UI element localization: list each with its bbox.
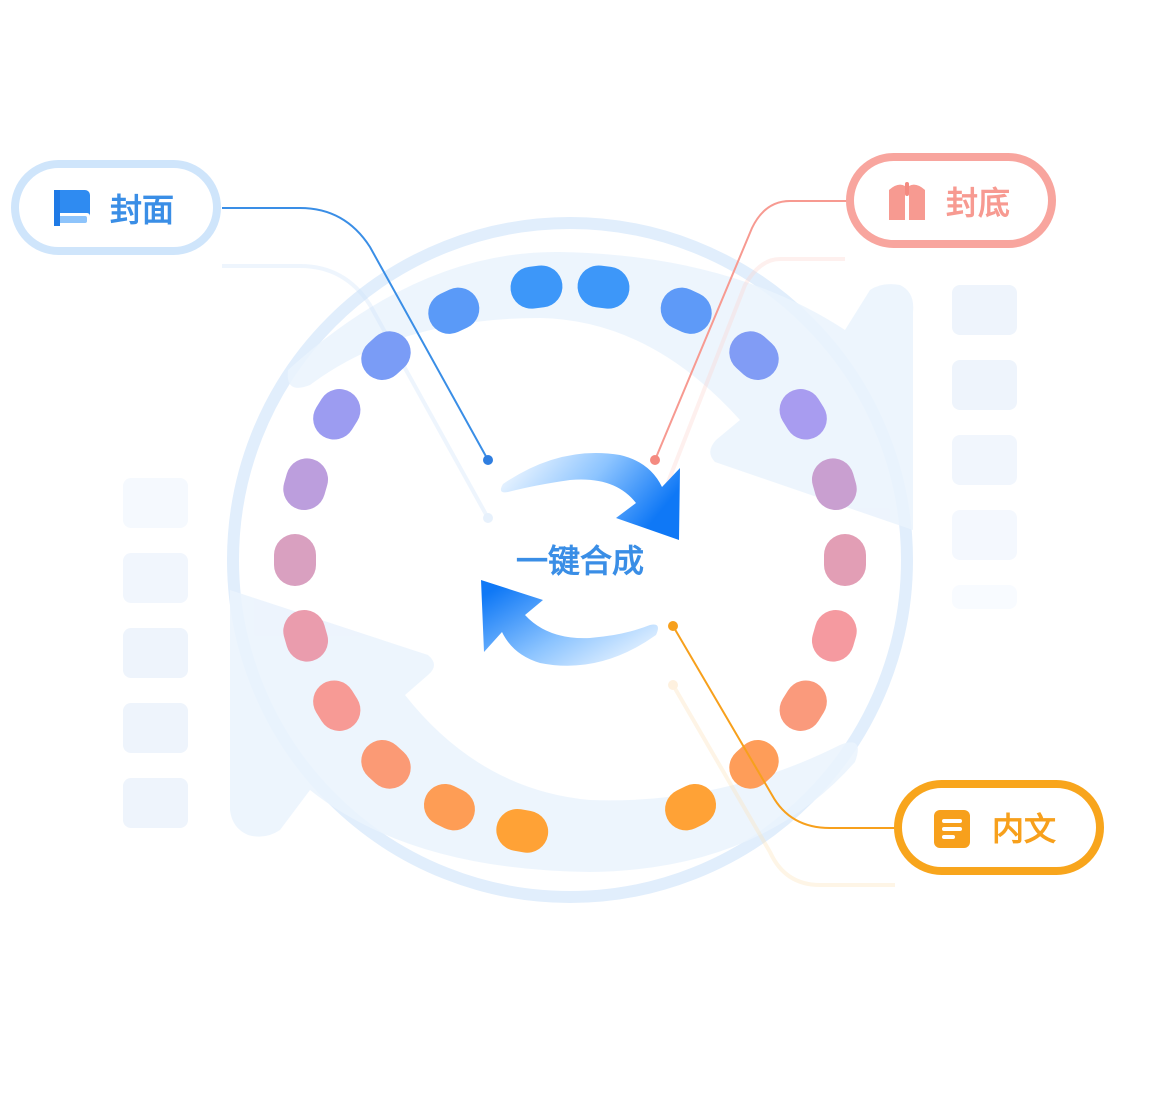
center-label: 一键合成 bbox=[516, 542, 644, 580]
ghost-connectors bbox=[222, 257, 895, 887]
ring-dot bbox=[423, 783, 475, 831]
ring-dot bbox=[283, 458, 329, 511]
left-faded-blocks bbox=[123, 478, 188, 828]
progress-dot-ring bbox=[274, 265, 866, 853]
right-faded-blocks bbox=[952, 285, 1017, 609]
document-icon bbox=[934, 810, 970, 848]
connector-content bbox=[668, 621, 895, 829]
center-sync-icon: 一键合成 bbox=[481, 452, 680, 666]
connector-cover bbox=[222, 207, 493, 465]
node-back-cover[interactable]: 封底 bbox=[846, 153, 1056, 248]
node-cover-label: 封面 bbox=[110, 191, 174, 229]
ring-dot bbox=[510, 265, 563, 309]
ring-dot bbox=[283, 609, 329, 662]
sync-arrow-bottom bbox=[481, 580, 658, 666]
ring-dot bbox=[313, 680, 361, 731]
ring-dot bbox=[665, 783, 717, 831]
ring-dot bbox=[361, 331, 411, 380]
node-back-cover-label: 封底 bbox=[946, 184, 1010, 222]
ring-dot bbox=[811, 458, 857, 511]
node-cover[interactable]: 封面 bbox=[11, 160, 221, 255]
ring-dot bbox=[824, 534, 866, 586]
ring-dot bbox=[496, 808, 549, 853]
ring-dot bbox=[361, 740, 411, 789]
sync-arrow-top bbox=[500, 452, 680, 540]
open-book-icon bbox=[889, 182, 925, 220]
node-content[interactable]: 内文 bbox=[894, 780, 1104, 875]
ring-dot bbox=[313, 389, 361, 440]
ring-dot bbox=[428, 287, 480, 334]
ring-dot bbox=[779, 389, 827, 440]
ring-dot bbox=[577, 265, 630, 309]
ring-dot bbox=[660, 287, 712, 334]
node-content-label: 内文 bbox=[992, 810, 1056, 848]
ring-dot bbox=[811, 609, 857, 662]
book-icon bbox=[54, 190, 90, 226]
connector-back-cover bbox=[650, 200, 847, 465]
ring-dot bbox=[274, 534, 316, 586]
ring-dot bbox=[729, 331, 779, 380]
ring-dot bbox=[779, 680, 827, 731]
